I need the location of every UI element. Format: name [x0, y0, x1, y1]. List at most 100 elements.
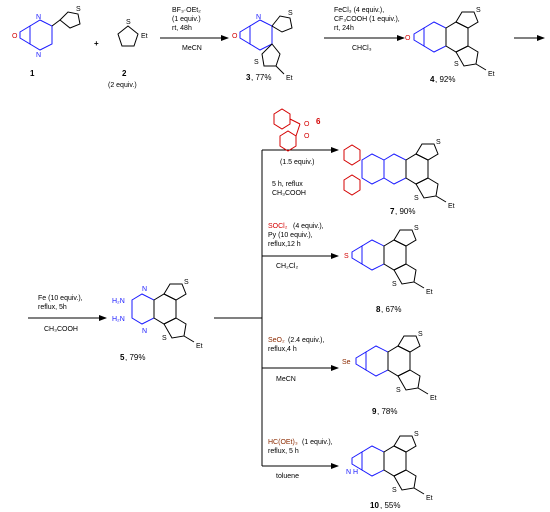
compound-9-yield: , 78%	[377, 407, 397, 416]
step-7-conditions: reflux, 5 h	[268, 448, 299, 455]
compound-9-selenium-atom: Se	[342, 359, 351, 366]
compound-5-amine-top: H₂N	[112, 298, 125, 305]
step-6-reagent: SeO₂	[268, 337, 285, 344]
compound-3-oxygen-atom: O	[232, 33, 238, 40]
compound-2-ethyl: Et	[141, 33, 148, 40]
compound-5-sulfur-top: S	[184, 279, 189, 286]
compound-2-equivalents: (2 equiv.)	[108, 82, 137, 89]
compound-1-thiophene	[59, 11, 81, 29]
compound-3-thiophenes	[261, 15, 293, 75]
compound-8-yield: , 67%	[381, 305, 401, 314]
compound-4-sulfur-bottom: S	[454, 61, 459, 68]
step-6-conditions: reflux,4 h	[268, 346, 297, 353]
step-1-reagent: BF₃·OEt₂	[172, 7, 201, 14]
compound-7-yield: , 90%	[395, 207, 415, 216]
compound-1-nitrogen-bottom: N	[36, 52, 41, 59]
compound-10-ethyl: Et	[426, 495, 433, 502]
compound-7-label: 7	[390, 207, 395, 216]
compound-5-ethyl: Et	[196, 343, 203, 350]
compound-4-ethyl: Et	[488, 71, 495, 78]
compound-8-ethyl: Et	[426, 289, 433, 296]
step-1-conditions: rt, 48h	[172, 25, 192, 32]
compound-4-structure	[413, 21, 447, 53]
compound-3-nitrogen-top: N	[256, 14, 261, 21]
compound-2-label: 2	[122, 69, 127, 78]
step-3-solvent: CH₃COOH	[44, 326, 78, 333]
compound-8-label: 8	[376, 305, 381, 314]
step-2-solvent: CHCl₃	[352, 45, 372, 52]
compound-1-oxygen-atom: O	[12, 33, 18, 40]
compound-2-sulfur-atom: S	[126, 19, 131, 26]
step-3-conditions: reflux, 5h	[38, 304, 67, 311]
step-7-reagent: HC(OEt)₃	[268, 439, 298, 446]
compound-6-label: 6	[316, 117, 321, 126]
compound-10-nh: N H	[346, 469, 358, 476]
compound-6-oxygen-bottom: O	[304, 133, 310, 140]
compound-9-sulfur-top: S	[418, 331, 423, 338]
step-5-base: Py (10 equiv.),	[268, 232, 313, 239]
step-7-equiv: (1 equiv.),	[302, 439, 333, 446]
compound-8-fused-rings	[383, 229, 425, 289]
compound-2-structure	[117, 25, 139, 47]
compound-5-nitrogen-bottom: N	[142, 328, 147, 335]
step-7-solvent: toluene	[276, 473, 299, 480]
compound-3-sulfur-top: S	[288, 10, 293, 17]
step-4-solvent: CH₃COOH	[272, 190, 306, 197]
compound-9-fused-rings	[387, 335, 429, 395]
step-4-conditions: 5 h, reflux	[272, 181, 303, 188]
compound-9-selenadiazole	[355, 345, 389, 377]
compound-4-fused-rings	[445, 11, 487, 71]
compound-10-label: 10	[370, 501, 379, 510]
compound-6-structure	[273, 108, 301, 152]
compound-5-yield: , 79%	[125, 353, 145, 362]
compound-4-label: 4	[430, 75, 435, 84]
step-3-reagent: Fe (10 equiv.),	[38, 295, 83, 302]
compound-7-ethyl: Et	[448, 203, 455, 210]
compound-5-amine-bottom: H₂N	[112, 316, 125, 323]
compound-7-pyrazine	[361, 153, 407, 185]
compound-8-sulfur-ring: S	[344, 253, 349, 260]
compound-6-oxygen-top: O	[304, 121, 310, 128]
compound-5-sulfur-bottom: S	[162, 335, 167, 342]
compound-7-sulfur-top: S	[436, 139, 441, 146]
compound-1-sulfur-atom: S	[76, 6, 81, 13]
step-5-conditions: reflux,12 h	[268, 241, 301, 248]
compound-1-nitrogen-top: N	[36, 14, 41, 21]
compound-5-label: 5	[120, 353, 125, 362]
step-1-solvent: MeCN	[182, 45, 202, 52]
compound-3-label: 3	[246, 73, 251, 82]
compound-5-structure	[131, 293, 155, 325]
step-2-conditions: rt, 24h	[334, 25, 354, 32]
step-2-reagent: FeCl₃ (4 equiv.),	[334, 7, 384, 14]
compound-8-thiadiazole	[351, 239, 385, 271]
compound-1-label: 1	[30, 69, 35, 78]
compound-4-yield: , 92%	[435, 75, 455, 84]
compound-1-structure	[19, 19, 61, 51]
plus-sign: +	[94, 39, 99, 48]
compound-4-sulfur-top: S	[476, 7, 481, 14]
step-5-equiv: (4 equiv.),	[293, 223, 324, 230]
compound-7-phenyls	[343, 144, 361, 196]
compound-8-sulfur-bottom: S	[392, 281, 397, 288]
compound-9-sulfur-bottom: S	[396, 387, 401, 394]
compound-7-sulfur-bottom: S	[414, 195, 419, 202]
compound-3-structure	[239, 19, 273, 51]
compound-6-amount: (1.5 equiv.)	[280, 159, 315, 166]
compound-5-fused-rings	[153, 283, 195, 343]
compound-8-sulfur-top: S	[414, 225, 419, 232]
compound-10-fused-rings	[383, 435, 425, 495]
compound-4-oxygen-atom: O	[405, 35, 411, 42]
compound-9-label: 9	[372, 407, 377, 416]
compound-10-sulfur-top: S	[414, 431, 419, 438]
compound-3-ethyl: Et	[286, 75, 293, 82]
step-5-solvent: CH₂Cl₂	[276, 263, 298, 270]
compound-5-nitrogen-top: N	[142, 286, 147, 293]
step-1-equiv: (1 equiv.)	[172, 16, 201, 23]
step-2-acid: CF₃COOH (1 equiv.),	[334, 16, 400, 23]
compound-10-yield: , 55%	[380, 501, 400, 510]
compound-9-ethyl: Et	[430, 395, 437, 402]
compound-7-fused-rings	[405, 143, 447, 203]
step-5-reagent: SOCl₂	[268, 223, 288, 230]
compound-3-sulfur-bottom: S	[254, 59, 259, 66]
